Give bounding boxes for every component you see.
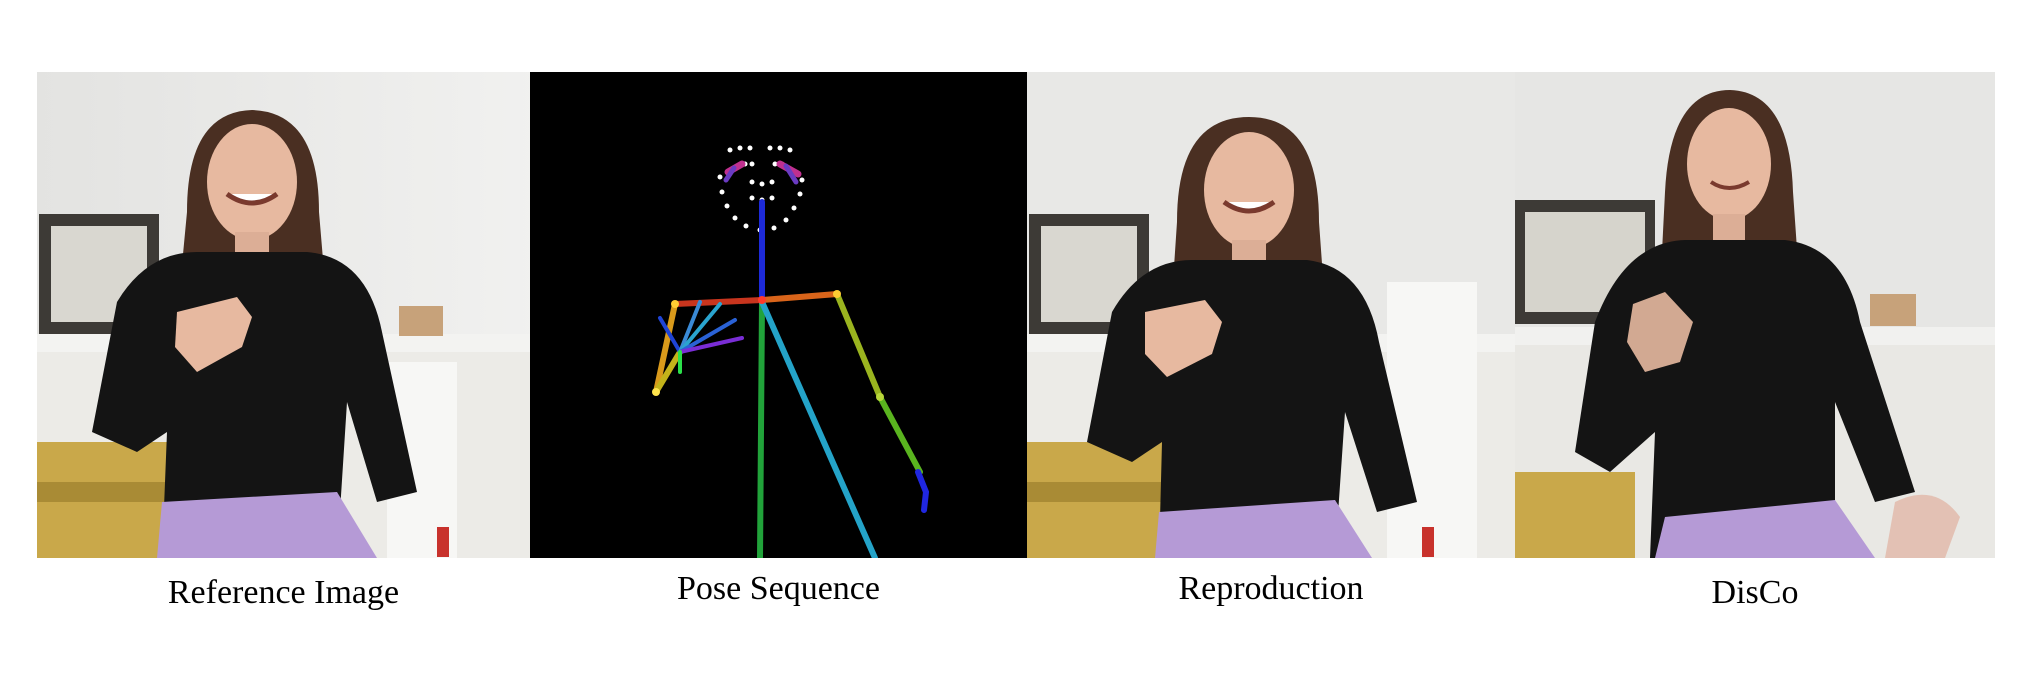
face: [1687, 108, 1771, 220]
pose-sequence-panel: [530, 72, 1027, 558]
disco-photo: [1515, 72, 1995, 558]
skirt: [157, 492, 377, 558]
face: [207, 124, 297, 240]
hand: [175, 297, 252, 372]
reproduction-panel: [1027, 72, 1515, 558]
caption-reproduction: Reproduction: [1178, 570, 1364, 607]
caption-pose-sequence: Pose Sequence: [676, 570, 880, 607]
disco-panel: [1515, 72, 1995, 558]
hand: [1145, 300, 1222, 377]
clock-ornament: [1870, 294, 1916, 326]
face-keypoints: [717, 145, 805, 233]
caption-reference-image: Reference Image: [167, 574, 400, 611]
caption-disco: DisCo: [1711, 574, 1799, 611]
brass-fireplace: [1515, 472, 1635, 558]
body-keypoints: [652, 290, 884, 401]
face: [1204, 132, 1294, 248]
hoodie: [92, 252, 417, 558]
skirt: [1655, 500, 1875, 558]
reference-photo: [37, 72, 530, 558]
skirt: [1155, 500, 1372, 558]
hand: [1627, 292, 1693, 372]
clock-ornament: [399, 306, 443, 336]
reference-image-panel: [37, 72, 530, 558]
reproduction-photo: [1027, 72, 1515, 558]
pose-skeleton: [530, 72, 1027, 558]
